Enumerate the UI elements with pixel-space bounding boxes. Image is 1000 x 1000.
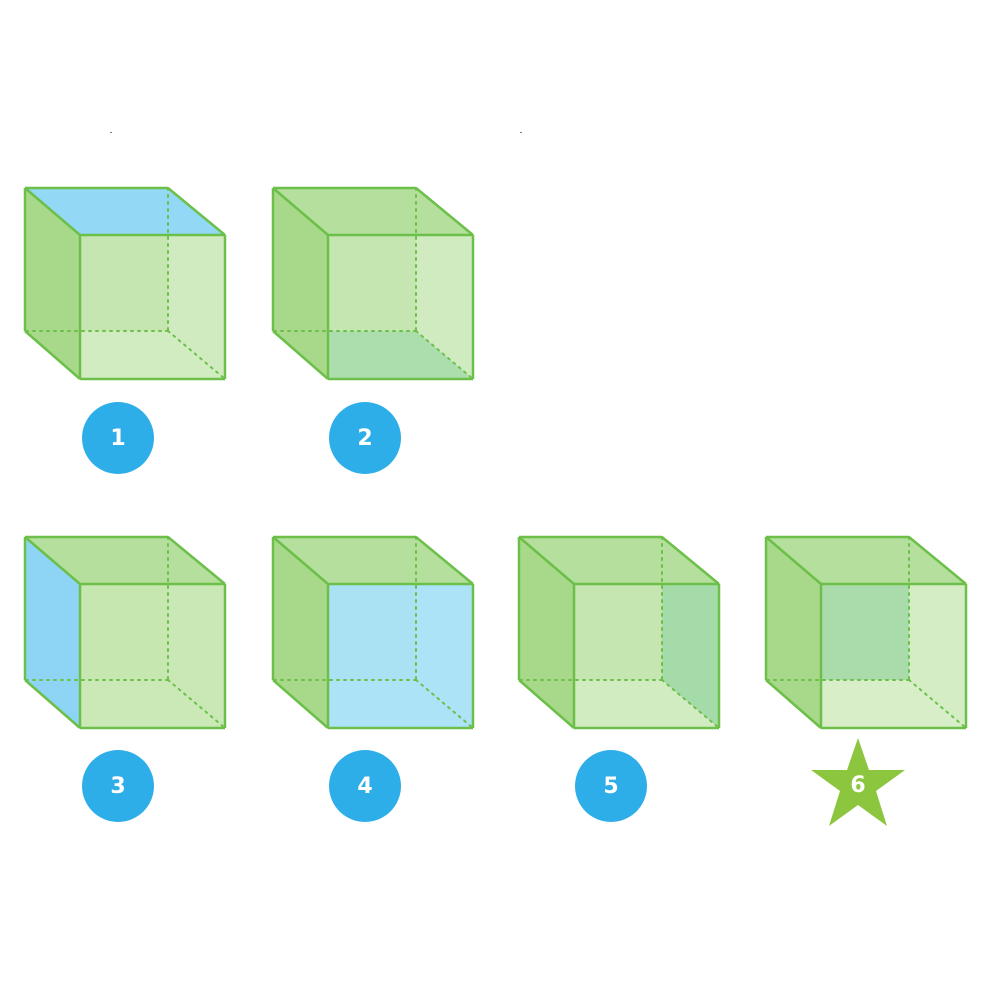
visible-edge [908, 536, 967, 585]
cube-1-drawing [23, 186, 227, 381]
cube-3-face-left [25, 537, 80, 728]
stray-dot [110, 132, 112, 133]
visible-edge [167, 536, 226, 585]
hidden-edge [415, 330, 474, 380]
cube-5-number: 5 [603, 773, 619, 799]
cube-6-number: 6 [850, 772, 866, 798]
cube-2 [268, 183, 478, 383]
hidden-edge [167, 679, 226, 729]
visible-edge [518, 536, 575, 585]
hidden-edge [908, 679, 967, 729]
visible-edge [24, 187, 81, 236]
cube-6-drawing [764, 535, 968, 730]
cube-2-drawing [271, 186, 475, 381]
cube-1-face-left [25, 188, 80, 379]
hidden-edge [415, 679, 474, 729]
cube-5-face-left [519, 537, 574, 728]
cube-4-face-front [328, 584, 473, 728]
cube-3-number-badge: 3 [82, 750, 154, 822]
cube-3-number: 3 [110, 773, 126, 799]
cube-6-face-left [766, 537, 821, 728]
cube-6 [761, 532, 971, 732]
cube-4-number-badge: 4 [329, 750, 401, 822]
visible-edge [415, 536, 474, 585]
visible-edge [24, 679, 81, 729]
visible-edge [765, 679, 822, 729]
cube-5-face-top [519, 537, 719, 584]
cube-3-face-top [25, 537, 225, 584]
cube-5-face-front [574, 584, 719, 728]
hidden-edge [167, 330, 226, 380]
visible-edge [765, 536, 822, 585]
cube-5-drawing [517, 535, 721, 730]
star-icon [811, 738, 905, 826]
visible-edge [272, 187, 329, 236]
visible-edge [415, 187, 474, 236]
cube-2-face-top [273, 188, 473, 235]
visible-edge [661, 536, 720, 585]
visible-edge [518, 679, 575, 729]
cube-1 [20, 183, 230, 383]
cube-1-face-front [80, 235, 225, 379]
cube-4-number: 4 [357, 773, 373, 799]
hidden-edge [661, 679, 720, 729]
cube-6-face-front [821, 584, 966, 728]
cube-1-number-badge: 1 [82, 402, 154, 474]
cube-4-face-left [273, 537, 328, 728]
visible-edge [167, 187, 226, 236]
cube-2-number: 2 [357, 425, 373, 451]
cube-1-number: 1 [110, 425, 126, 451]
cube-6-star-badge: 6 [808, 734, 908, 834]
cube-2-face-left [273, 188, 328, 379]
cube-4-drawing [271, 535, 475, 730]
cube-4 [268, 532, 478, 732]
cube-2-number-badge: 2 [329, 402, 401, 474]
stray-dot [520, 132, 522, 133]
visible-edge [272, 679, 329, 729]
cube-4-face-top [273, 537, 473, 584]
cube-2-face-front [328, 235, 473, 379]
cube-3-drawing [23, 535, 227, 730]
cube-6-face-top [766, 537, 966, 584]
cube-1-face-top [25, 188, 225, 235]
visible-edge [24, 330, 81, 380]
cube-3-face-front [80, 584, 225, 728]
visible-edge [272, 330, 329, 380]
visible-edge [272, 536, 329, 585]
visible-edge [24, 536, 81, 585]
cube-5-number-badge: 5 [575, 750, 647, 822]
cube-5 [514, 532, 724, 732]
cube-3 [20, 532, 230, 732]
